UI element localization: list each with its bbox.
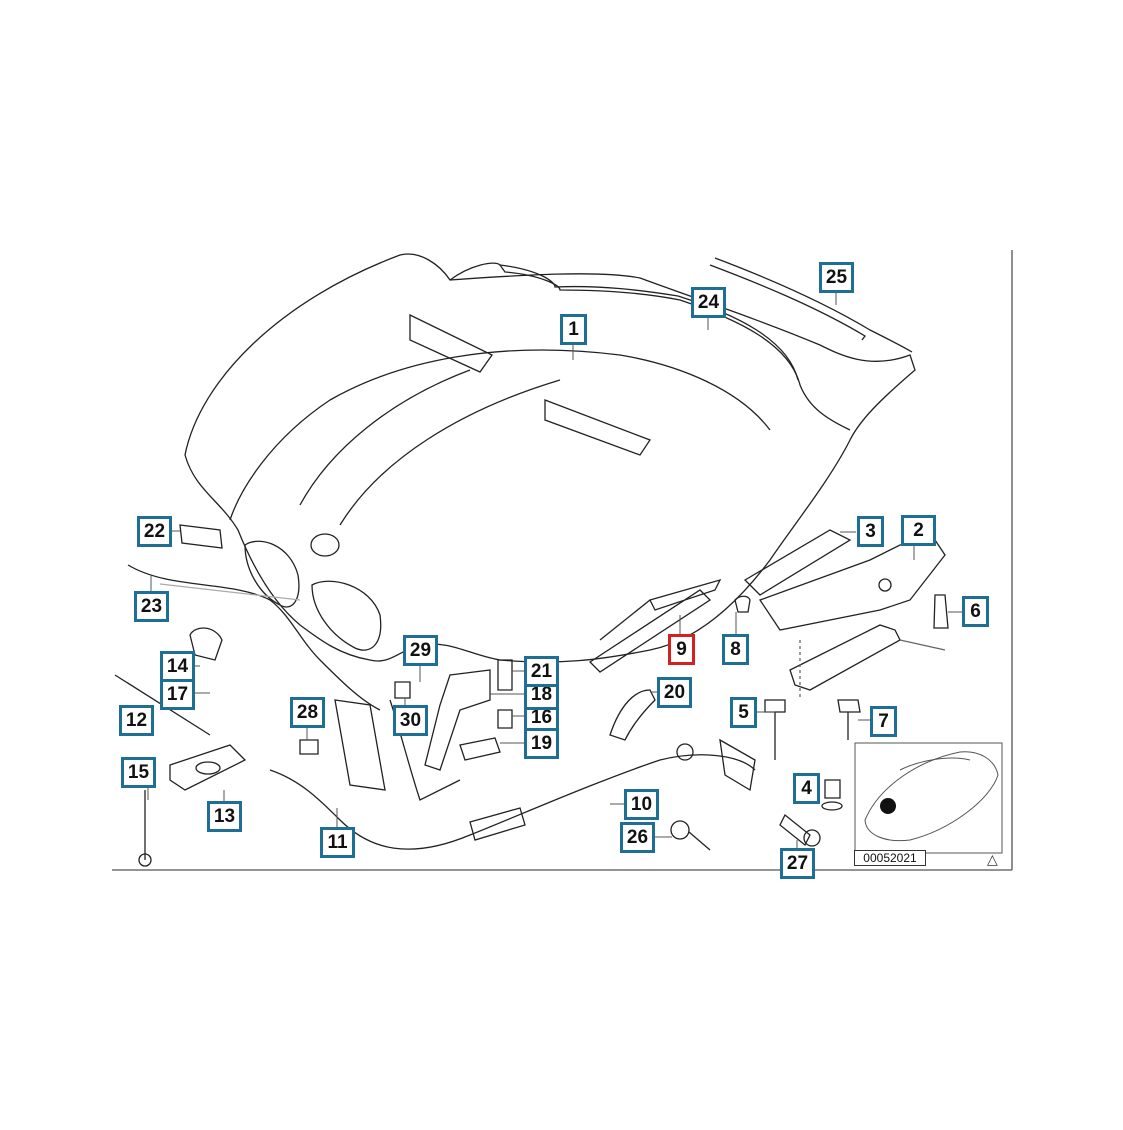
callout-30[interactable]: 30 <box>393 705 428 736</box>
callout-9-highlighted[interactable]: 9 <box>668 634 695 665</box>
callout-13[interactable]: 13 <box>207 801 242 832</box>
rod-support-line <box>159 583 301 601</box>
seal-strip-parts <box>449 257 913 431</box>
callout-10[interactable]: 10 <box>624 789 659 820</box>
callout-1[interactable]: 1 <box>560 314 587 345</box>
safety-catch-part <box>609 689 656 741</box>
callout-17[interactable]: 17 <box>160 679 195 710</box>
lock-parts <box>114 627 247 867</box>
callout-29[interactable]: 29 <box>403 635 438 666</box>
callout-8[interactable]: 8 <box>722 634 749 665</box>
callout-7[interactable]: 7 <box>870 706 897 737</box>
callout-19[interactable]: 19 <box>524 728 559 759</box>
callout-21[interactable]: 21 <box>524 656 559 687</box>
buffer-part <box>179 524 223 549</box>
callout-14[interactable]: 14 <box>160 651 195 682</box>
release-cable-part <box>269 738 756 850</box>
callout-24[interactable]: 24 <box>691 287 726 318</box>
inset-car-thumbnail <box>854 742 1003 854</box>
callout-4[interactable]: 4 <box>793 773 820 804</box>
hood-part <box>184 253 916 663</box>
callout-26[interactable]: 26 <box>620 822 655 853</box>
callout-23[interactable]: 23 <box>134 591 169 622</box>
gas-strut-part <box>588 578 722 673</box>
reference-code-label: 00052021 <box>854 850 926 866</box>
callout-25[interactable]: 25 <box>819 262 854 293</box>
screw-parts <box>764 640 861 811</box>
callout-6[interactable]: 6 <box>962 596 989 627</box>
callout-5[interactable]: 5 <box>730 697 757 728</box>
callout-11[interactable]: 11 <box>320 827 355 858</box>
callout-12[interactable]: 12 <box>119 705 154 736</box>
rod-part <box>127 564 381 711</box>
fastener-parts <box>670 813 821 851</box>
leader-lines <box>138 293 963 848</box>
callout-20[interactable]: 20 <box>657 677 692 708</box>
callout-2[interactable]: 2 <box>901 515 936 546</box>
callout-27[interactable]: 27 <box>780 848 815 879</box>
hinge-part <box>734 529 949 691</box>
callout-15[interactable]: 15 <box>121 757 156 788</box>
corner-triangle-icon: △ <box>987 851 998 867</box>
callout-3[interactable]: 3 <box>857 516 884 547</box>
callout-28[interactable]: 28 <box>290 697 325 728</box>
callout-22[interactable]: 22 <box>137 516 172 547</box>
